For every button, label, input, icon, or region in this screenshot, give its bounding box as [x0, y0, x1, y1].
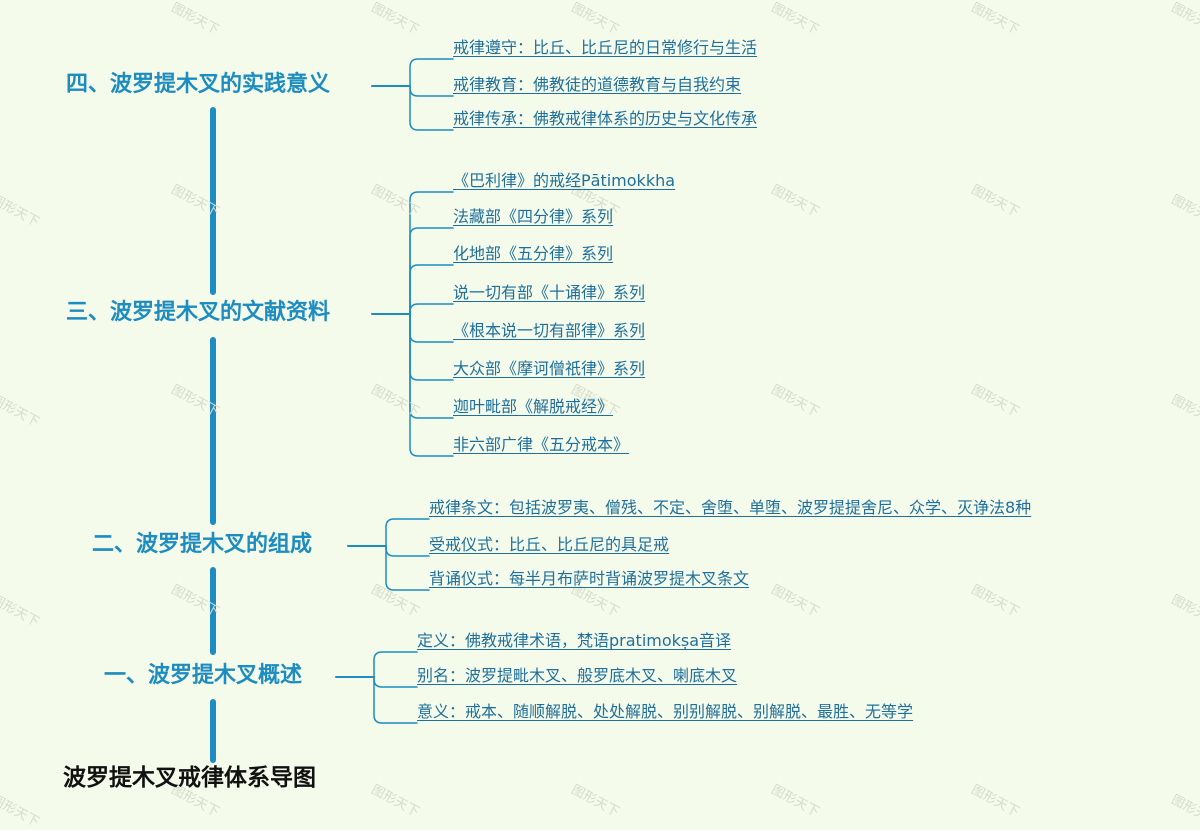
leaf-observance[interactable]: 戒律遵守：比丘、比丘尼的日常修行与生活: [453, 38, 758, 57]
branch-overview[interactable]: 一、波罗提木叉概述: [104, 663, 303, 688]
leaf-kasyapiya[interactable]: 迦叶毗部《解脱戒经》: [453, 397, 614, 416]
leaf-mahisasaka[interactable]: 化地部《五分律》系列: [453, 244, 614, 263]
leaf-connector: [385, 545, 430, 591]
root-title: 波罗提木叉戒律体系导图: [63, 765, 316, 791]
leaf-connector: [409, 303, 454, 315]
leaf-connector: [373, 651, 418, 678]
leaf-mahasanghika[interactable]: 大众部《摩诃僧祇律》系列: [453, 359, 646, 378]
leaf-connector: [409, 313, 454, 457]
leaf-pali-vinaya[interactable]: 《巴利律》的戒经Pātimokkha: [453, 171, 676, 190]
leaf-connector: [409, 313, 454, 343]
leaf-non-six-schools[interactable]: 非六部广律《五分戒本》: [453, 435, 630, 454]
leaf-connector: [409, 85, 454, 131]
leaf-recitation[interactable]: 背诵仪式：每半月布萨时背诵波罗提木叉条文: [429, 569, 750, 588]
leaf-meaning[interactable]: 意义：戒本、随顺解脱、处处解脱、别别解脱、别解脱、最胜、无等学: [417, 702, 914, 721]
leaf-mulasarvastivada[interactable]: 《根本说一切有部律》系列: [453, 321, 646, 340]
leaf-aliases[interactable]: 别名：波罗提毗木叉、般罗底木叉、喇底木叉: [417, 666, 738, 685]
leaf-connector: [409, 313, 454, 419]
leaf-definition[interactable]: 定义：佛教戒律术语，梵语pratimokṣa音译: [417, 631, 732, 650]
leaf-connector: [385, 545, 430, 557]
leaf-sarvastivada[interactable]: 说一切有部《十诵律》系列: [453, 283, 646, 302]
leaf-connector: [373, 676, 418, 724]
branch-composition[interactable]: 二、波罗提木叉的组成: [92, 532, 313, 557]
branch-literature[interactable]: 三、波罗提木叉的文献资料: [66, 300, 331, 325]
leaf-connector: [385, 518, 430, 547]
leaf-connector: [409, 85, 454, 97]
leaf-education[interactable]: 戒律教育：佛教徒的道德教育与自我约束: [453, 75, 742, 94]
leaf-connector: [409, 227, 454, 315]
leaf-connector: [409, 264, 454, 315]
leaf-connector: [409, 191, 454, 315]
leaf-ordination[interactable]: 受戒仪式：比丘、比丘尼的具足戒: [429, 535, 670, 554]
leaf-dharmaguptaka[interactable]: 法藏部《四分律》系列: [453, 207, 614, 226]
leaf-connector: [409, 313, 454, 381]
leaf-inheritance[interactable]: 戒律传承：佛教戒律体系的历史与文化传承: [453, 109, 758, 128]
leaf-connector: [373, 676, 418, 688]
leaf-connector: [409, 58, 454, 87]
leaf-precept-articles[interactable]: 戒律条文：包括波罗夷、僧残、不定、舍堕、单堕、波罗提提舍尼、众学、灭诤法8种: [429, 498, 1032, 517]
branch-practical-significance[interactable]: 四、波罗提木叉的实践意义: [66, 72, 331, 97]
